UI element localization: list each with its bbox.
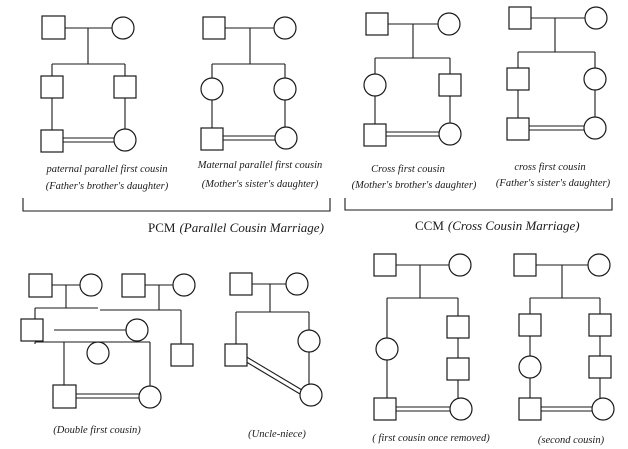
male-symbol	[365, 12, 389, 36]
male-symbol	[40, 129, 64, 153]
caption-once-removed: ( first cousin once removed)	[372, 433, 490, 444]
male-symbol	[373, 253, 397, 277]
male-symbol	[518, 397, 542, 421]
pedigree-cross-mothers-brother	[363, 12, 462, 147]
caption-paternal-line1: paternal parallel first cousin	[45, 164, 167, 175]
male-symbol	[506, 117, 530, 141]
male-symbol	[438, 73, 462, 97]
male-symbol	[508, 6, 532, 30]
male-symbol	[229, 272, 253, 296]
female-symbol	[86, 341, 110, 365]
caption-cross-fs-line2: (Father's sister's daughter)	[496, 178, 611, 189]
male-symbol	[506, 67, 530, 91]
caption-cross-mb-line1: Cross first cousin	[371, 164, 445, 175]
female-symbol	[113, 128, 137, 152]
pedigree-second-cousin	[513, 253, 615, 421]
caption-maternal-line1: Maternal parallel first cousin	[197, 160, 323, 171]
female-symbol	[299, 383, 323, 407]
male-symbol	[121, 273, 146, 298]
female-symbol	[285, 272, 309, 296]
female-symbol	[125, 318, 149, 342]
female-symbol	[583, 116, 607, 140]
pedigree-first-cousin-once-removed	[373, 253, 473, 421]
female-symbol	[79, 273, 103, 297]
ccm-bracket	[344, 198, 613, 211]
male-symbol	[373, 397, 397, 421]
pedigree-double-first-cousin	[20, 273, 196, 409]
female-symbol	[448, 253, 472, 277]
female-symbol	[273, 77, 297, 101]
male-symbol	[446, 357, 470, 381]
caption-paternal-line2: (Father's brother's daughter)	[46, 181, 169, 192]
caption-second-cousin: (second cousin)	[538, 435, 605, 446]
male-symbol	[518, 313, 542, 337]
female-symbol	[438, 122, 462, 146]
female-symbol	[449, 397, 473, 421]
ccm-label: CCM(Cross Cousin Marriage)	[415, 218, 580, 233]
female-symbol	[273, 16, 297, 40]
male-symbol	[40, 75, 64, 99]
female-symbol	[297, 329, 321, 353]
male-symbol	[52, 384, 77, 409]
female-symbol	[375, 337, 399, 361]
male-symbol	[513, 253, 537, 277]
female-symbol	[591, 397, 615, 421]
caption-cross-mb-line2: (Mother's brother's daughter)	[352, 180, 477, 191]
pcm-label: PCM(Parallel Cousin Marriage)	[148, 220, 324, 235]
female-symbol	[518, 355, 542, 379]
male-symbol	[588, 355, 612, 379]
female-symbol	[587, 253, 611, 277]
male-symbol	[363, 123, 387, 147]
caption-cross-fs-line1: cross first cousin	[514, 162, 585, 173]
female-symbol	[111, 16, 135, 40]
caption-maternal-line2: (Mother's sister's daughter)	[202, 179, 319, 190]
male-symbol	[41, 15, 66, 40]
caption-double: (Double first cousin)	[53, 425, 141, 436]
female-symbol	[363, 73, 387, 97]
male-symbol	[200, 127, 224, 151]
male-symbol	[20, 318, 44, 342]
female-symbol	[200, 77, 224, 101]
pedigree-uncle-niece	[224, 272, 323, 407]
male-symbol	[446, 315, 470, 339]
pedigree-paternal-parallel	[40, 15, 137, 153]
female-symbol	[583, 67, 607, 91]
male-symbol	[202, 16, 226, 40]
caption-uncle-niece: (Uncle-niece)	[248, 429, 306, 440]
male-symbol	[224, 343, 248, 367]
male-symbol	[113, 75, 137, 99]
pedigree-maternal-parallel	[200, 16, 298, 151]
male-symbol	[28, 273, 53, 298]
male-symbol	[588, 313, 612, 337]
female-symbol	[274, 126, 298, 150]
female-symbol	[437, 12, 461, 36]
pcm-bracket	[22, 198, 331, 212]
female-symbol	[584, 6, 608, 30]
pedigree-cross-fathers-sister	[506, 6, 608, 141]
male-symbol	[170, 343, 194, 367]
female-symbol	[172, 273, 196, 297]
female-symbol	[138, 385, 162, 409]
